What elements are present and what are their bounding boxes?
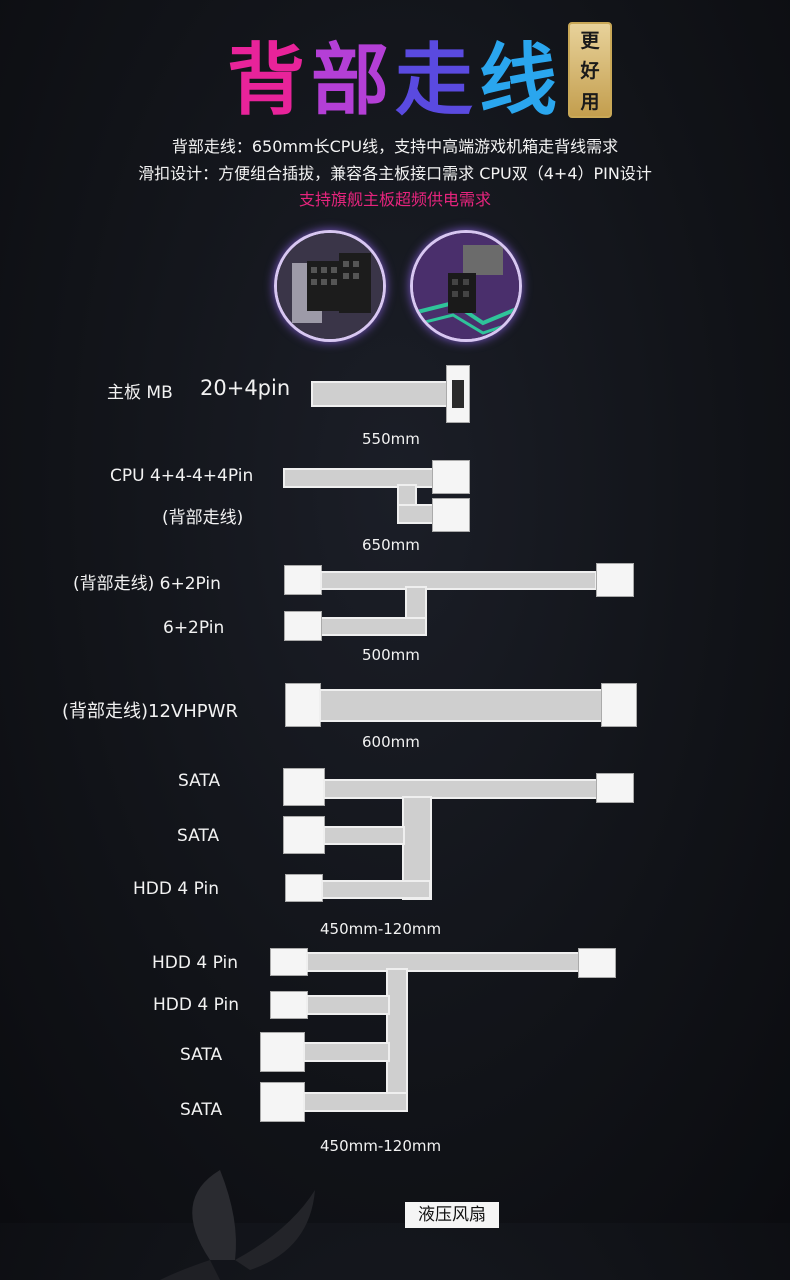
vhpwr-length: 600mm: [362, 733, 420, 751]
seal-badge: 更 好 用: [568, 22, 612, 118]
pcie-length: 500mm: [362, 646, 420, 664]
pcie-cable-main: [320, 571, 597, 590]
hdd-connector-2: [270, 948, 308, 976]
pcie-label-1: (背部走线) 6+2Pin: [73, 574, 221, 594]
sata-cable-main: [323, 779, 598, 799]
hdd-group-label-2: HDD 4 Pin: [153, 995, 239, 1015]
badge-char: 用: [580, 91, 600, 114]
hdd-group-label-4: SATA: [180, 1100, 223, 1120]
title-char: 线: [479, 36, 564, 126]
cpu-connector-1: [432, 460, 470, 494]
hdd-group-label-3: SATA: [180, 1045, 223, 1065]
sata-cable-branch-2: [323, 826, 405, 845]
feature-line-1: 背部走线：650mm长CPU线，支持中高端游戏机箱走背线需求: [171, 137, 619, 156]
hdd-group-length: 450mm-120mm: [320, 1137, 442, 1155]
sata-connector-4: [260, 1082, 305, 1122]
hdd-group-label-1: HDD 4 Pin: [152, 953, 238, 973]
sata-group-length: 450mm-120mm: [320, 920, 442, 938]
vhpwr-connector-2: [601, 683, 637, 727]
sata-connector-3: [260, 1032, 305, 1072]
hdd-cable-branch-2: [306, 995, 390, 1015]
sata-group-label-1: SATA: [178, 771, 221, 791]
sata-connector-2: [283, 816, 325, 854]
connector-photo-2: [410, 230, 522, 342]
mb-label: 主板 MB: [107, 383, 173, 403]
sata-group-label-2: SATA: [177, 826, 220, 846]
hdd-cable-branch-4: [303, 1092, 408, 1112]
fan-label: 液压风扇: [405, 1202, 499, 1228]
hdd-cable-main: [306, 952, 580, 972]
badge-char: 更: [580, 29, 600, 52]
mb-cable: [311, 381, 448, 407]
cpu-sublabel: (背部走线): [162, 508, 244, 528]
pcie-connector-2: [284, 611, 322, 641]
feature-line-3: 支持旗舰主板超频供电需求: [298, 190, 491, 209]
vhpwr-label: (背部走线)12VHPWR: [62, 701, 238, 722]
page-title: 背部走线: [0, 18, 790, 130]
hdd-connector-1: [285, 874, 323, 902]
connector-photo-1: [274, 230, 386, 342]
vhpwr-cable: [319, 689, 603, 722]
sata-connector-end: [596, 773, 634, 803]
hdd-cable-trunk: [386, 968, 408, 1110]
cpu-connector-2: [432, 498, 470, 532]
title-char: 背: [226, 36, 311, 126]
sata-connector-1: [283, 768, 325, 806]
cpu-label: CPU 4+4-4+4Pin: [110, 466, 254, 486]
badge-char: 好: [580, 60, 600, 83]
feature-line-2: 滑扣设计：方便组合插拔，兼容各主板接口需求 CPU双（4+4）PIN设计: [138, 164, 652, 183]
fan-icon: [160, 1170, 315, 1280]
cpu-cable-branch-2: [397, 504, 435, 524]
hdd-connector-end: [578, 948, 616, 978]
title-char: 走: [395, 36, 480, 126]
cpu-length: 650mm: [362, 536, 420, 554]
mb-connector: [446, 365, 470, 423]
mb-pins: 20+4pin: [200, 376, 291, 400]
pcie-connector-1: [284, 565, 322, 595]
hdd-connector-3: [270, 991, 308, 1019]
pcie-connector-end: [596, 563, 634, 597]
pcie-cable-branch-2: [320, 617, 427, 636]
vhpwr-connector-1: [285, 683, 321, 727]
pcie-label-2: 6+2Pin: [163, 618, 225, 638]
sata-group-label-3: HDD 4 Pin: [133, 879, 219, 899]
sata-cable-branch-3: [321, 880, 431, 899]
mb-length: 550mm: [362, 430, 420, 448]
title-char: 部: [310, 36, 395, 126]
hdd-cable-branch-3: [303, 1042, 390, 1062]
